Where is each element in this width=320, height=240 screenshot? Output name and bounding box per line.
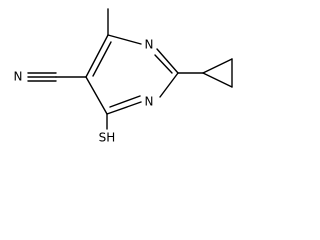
cyclopropyl-ring-bond-1 bbox=[202, 58, 233, 74]
ring-bond-c4-c5 bbox=[85, 76, 108, 115]
nitrile-nitrogen-label: N bbox=[14, 70, 23, 84]
ring-bond-c5-c6 bbox=[85, 34, 109, 78]
ring-bond-c6-n1 bbox=[107, 34, 142, 45]
ring-double-bond-c4-n3 bbox=[109, 95, 141, 108]
ring-bond-n3-c4 bbox=[106, 101, 142, 115]
ring-nitrogen-top-label: N bbox=[145, 38, 154, 52]
ring-nitrogen-bottom-label: N bbox=[145, 95, 154, 109]
structure-canvas: N N N SH bbox=[0, 0, 245, 150]
molecule-structure: N N N SH bbox=[14, 8, 233, 145]
ring-double-bond-c5-c6 bbox=[92, 41, 112, 77]
thiol-label: SH bbox=[99, 131, 116, 145]
ring-bond-c2-n3 bbox=[159, 72, 179, 98]
ring-double-bond-c2-n1 bbox=[154, 54, 173, 74]
ring-bond-n1-c2 bbox=[156, 48, 179, 74]
cyclopropyl-ring-bond-3 bbox=[202, 72, 233, 88]
